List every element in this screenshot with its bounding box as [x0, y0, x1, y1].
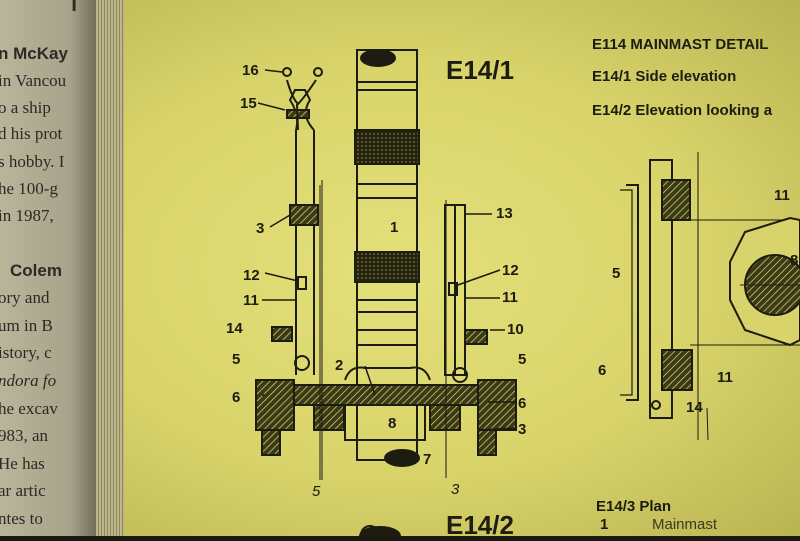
handwritten-label: 5: [312, 483, 321, 500]
left-page-text-line: He has: [0, 454, 45, 473]
left-page-text-line: o a ship: [0, 98, 51, 117]
left-page-text-line: ndora fo: [0, 371, 57, 390]
drawing-label: 15: [240, 95, 257, 112]
key-item-number: 1: [600, 516, 609, 533]
drawing-label: 16: [242, 62, 259, 79]
left-page-text-line: ory and: [0, 288, 50, 307]
left-page-text-line: in 1987,: [0, 206, 54, 225]
drawing-title-e14-2: E14/2: [446, 510, 514, 540]
left-page-text-line: s hobby. I: [0, 152, 65, 171]
drawing-label: 11: [502, 289, 518, 306]
plan-label: 6: [598, 362, 606, 379]
key-plan-heading: E14/3 Plan: [596, 498, 672, 515]
left-page-text-line: Colem: [10, 261, 62, 280]
drawing-label: 5: [232, 351, 240, 368]
plan-label: 11: [717, 369, 733, 386]
drawing-label: 7: [423, 451, 431, 468]
drawing-label: 5: [518, 351, 526, 368]
left-page-text-line: n McKay: [0, 44, 68, 63]
book-page-edges: [96, 0, 126, 536]
left-page-text-line: um in B: [0, 316, 53, 335]
left-page-text-line: istory, c: [0, 343, 52, 362]
plan-label: 14: [686, 399, 703, 416]
drawing-label: 14: [226, 320, 243, 337]
mast-heel: [384, 449, 420, 467]
drawing-label: 13: [496, 205, 513, 222]
drawing-label: 3: [256, 220, 264, 237]
drawing-label: 12: [243, 267, 260, 284]
key-heading: E114 MAINMAST DETAIL: [592, 36, 769, 53]
left-book-page: T n McKay in Vancou o a ship d his prot …: [0, 0, 100, 536]
drawing-label: 8: [388, 415, 396, 432]
left-page-text-line: ntes to: [0, 509, 43, 528]
mast-band-upper: [354, 129, 420, 165]
mast-band-lower: [354, 251, 420, 283]
left-page-text-line: d his prot: [0, 124, 63, 143]
drawing-label: 11: [243, 292, 259, 309]
left-page-text-line: T: [68, 0, 81, 16]
plan-label: 11: [774, 187, 790, 204]
key-entry: E14/1 Side elevation: [592, 68, 737, 85]
key-item-text: Mainmast: [652, 516, 718, 533]
plan-label: 8: [790, 252, 798, 269]
left-page-text-line: he excav: [0, 399, 58, 418]
drawing-label: 6: [232, 389, 240, 406]
left-page-text-line: in Vancou: [0, 71, 67, 90]
left-page-text-line: he 100-g: [0, 179, 58, 198]
left-page-text-line: ar artic: [0, 481, 46, 500]
key-entry: E14/2 Elevation looking a: [592, 102, 773, 119]
plan-label: 5: [612, 265, 620, 282]
mast-top-cap: [360, 49, 396, 67]
drawing-label: 3: [518, 421, 526, 438]
right-book-page: [124, 0, 800, 536]
left-page-text-line: 983, an: [0, 426, 49, 445]
drawing-label: 6: [518, 395, 526, 412]
handwritten-label: 3: [451, 481, 460, 498]
drawing-title-e14-1: E14/1: [446, 55, 514, 85]
drawing-label: 10: [507, 321, 524, 338]
drawing-label: 1: [390, 219, 398, 236]
drawing-label: 12: [502, 262, 519, 279]
drawing-label: 2: [335, 357, 343, 374]
